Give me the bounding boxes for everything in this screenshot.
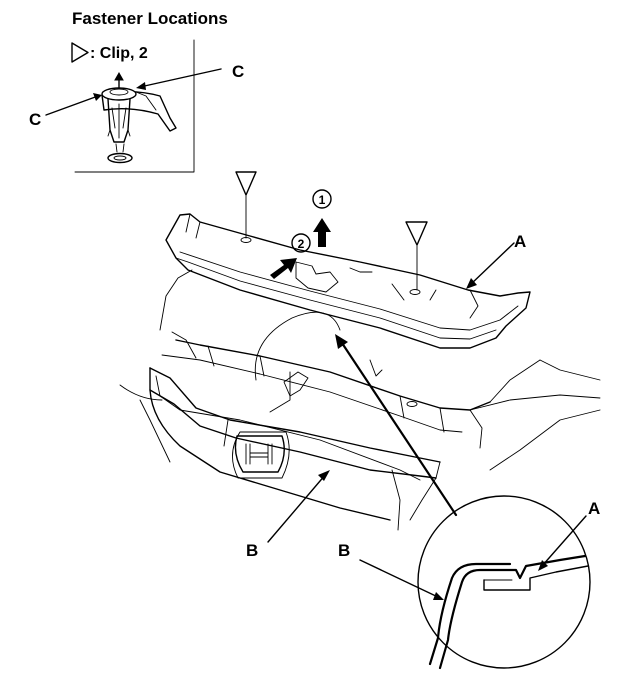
step-1-circle [312,189,332,209]
leader-a-detail [541,515,587,567]
inset-frame [74,39,195,173]
step-2-circle [291,233,311,253]
front-grille [149,367,441,521]
clip-head [101,87,137,101]
step-2-number: 2 [298,237,305,251]
label-c-right: C [232,62,244,81]
leader-b-main [267,473,327,543]
c-right-arrow [139,68,222,88]
label-b-detail: B [338,541,350,560]
clip-marker-left-icon [235,171,257,196]
upper-cover-panel [165,213,531,349]
clip-washer [107,152,133,164]
leader-b-detail [359,559,441,599]
label-c-left: C [29,110,41,129]
clip-legend-text: : Clip, 2 [90,45,148,62]
step-1-number: 1 [319,193,326,207]
label-a-main: A [514,232,526,251]
honda-badge-icon [234,435,285,473]
detail-circle [417,495,591,670]
step-1-arrow-icon [313,218,331,247]
open-triangle-icon [71,42,89,63]
diagram-title: Fastener Locations [72,9,228,28]
radiator-support [159,269,541,449]
body-outline [119,359,601,531]
detail-pointer-arrow [338,338,458,517]
leader-a-main [469,242,515,286]
clip-detail [45,68,222,164]
clip-marker-right-icon [405,221,428,246]
clip-body [107,98,131,143]
clip-legend: : Clip, 2 [71,42,148,63]
label-b-main: B [246,541,258,560]
c-left-arrow [45,95,99,116]
label-a-detail: A [588,499,600,518]
step-2-arrow-icon [270,258,297,279]
